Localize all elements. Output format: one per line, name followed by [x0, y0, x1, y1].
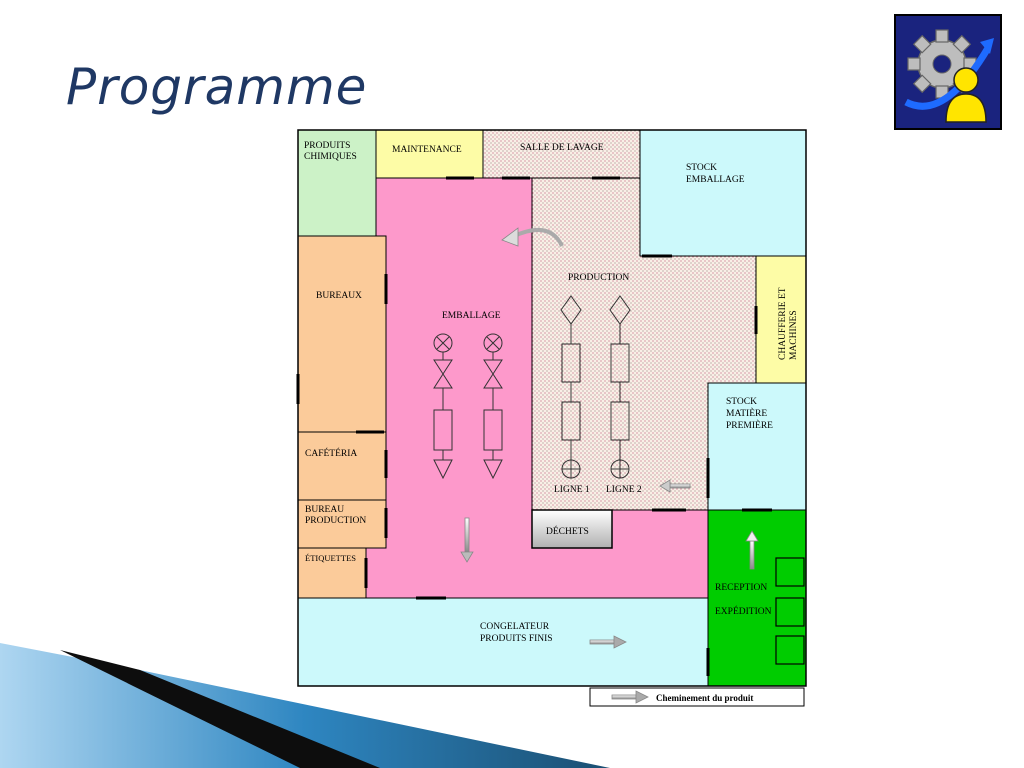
flow-arrow-up — [745, 530, 759, 570]
emballage-line-symbols — [433, 333, 503, 480]
room-salle-de-lavage — [482, 129, 641, 179]
room-dechets — [531, 509, 613, 549]
production-line-symbols — [560, 295, 631, 479]
label-reception: RECEPTION — [715, 583, 767, 593]
flow-arrow-right — [589, 635, 627, 649]
label-ligne2: LIGNE 2 — [606, 485, 642, 495]
room-produits-chimiques — [297, 129, 377, 237]
legend-arrow-icon — [611, 690, 649, 704]
label-ligne1: LIGNE 1 — [554, 485, 590, 495]
flow-arrow-down — [460, 517, 474, 563]
label-cafeteria: CAFÉTÉRIA — [305, 447, 357, 459]
label-etiquettes: ÉTIQUETTES — [305, 553, 356, 563]
floor-plan: Cheminement du produit PRODUITSCHIMIQUES… — [296, 129, 807, 707]
room-bureaux — [297, 235, 387, 433]
room-stock-emballage — [639, 129, 807, 257]
label-bureaux: BUREAUX — [316, 291, 362, 301]
room-stock-matiere — [707, 382, 807, 511]
slide-title: Programme — [66, 58, 368, 116]
plan-outline — [297, 129, 807, 687]
label-salle-de-lavage: SALLE DE LAVAGE — [520, 143, 604, 153]
legend-box — [589, 687, 805, 707]
flow-arrow-curved-head — [501, 227, 519, 247]
label-emballage: EMBALLAGE — [442, 311, 501, 321]
flow-arrow-curved — [513, 227, 564, 247]
label-chaufferie: CHAUFFERIE ETMACHINES — [778, 287, 799, 360]
legend-label: Cheminement du produit — [656, 693, 753, 703]
room-cafeteria — [297, 431, 387, 501]
label-maintenance: MAINTENANCE — [392, 145, 462, 155]
label-production: PRODUCTION — [568, 273, 629, 283]
label-expedition: EXPÉDITION — [715, 605, 772, 617]
room-congelateur — [297, 597, 709, 687]
label-dechets: DÉCHETS — [546, 525, 589, 537]
gear-person-arrow-icon — [894, 14, 1002, 130]
flow-arrow-left — [659, 479, 691, 493]
